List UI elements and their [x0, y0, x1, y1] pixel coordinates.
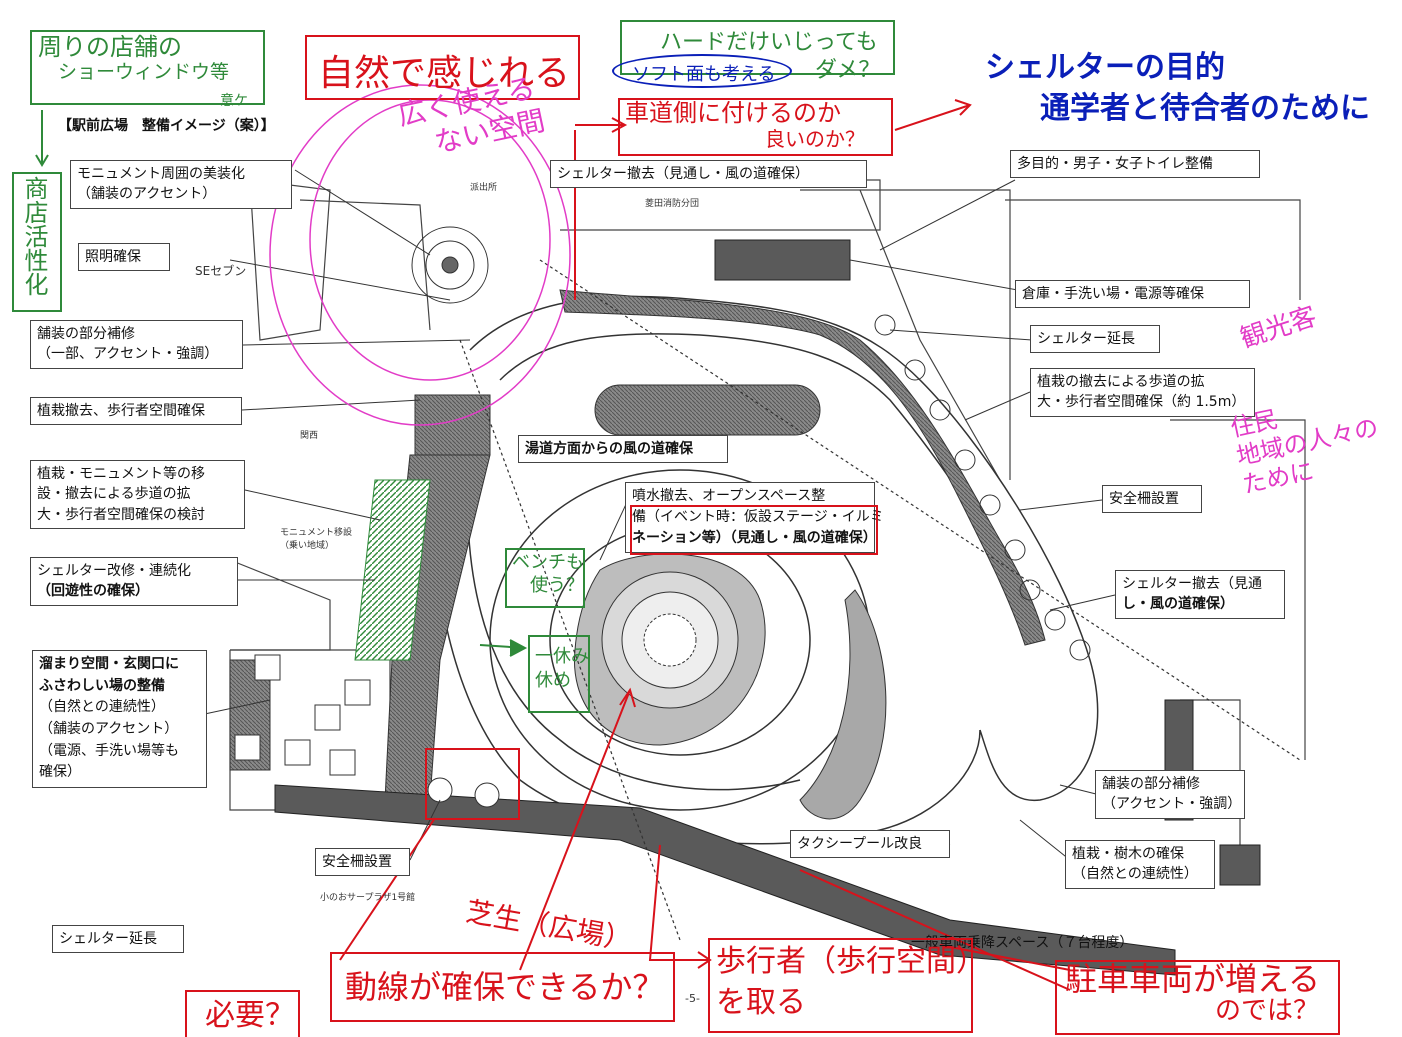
label-monument-paving: モニュメント周囲の美装化 （舗装のアクセント）	[70, 160, 292, 209]
note-flow: 動線が確保できるか？	[345, 968, 665, 1006]
green-box-bench	[505, 548, 585, 608]
red-box-parking	[1055, 960, 1340, 1035]
note-pedestrian: 歩行者（歩行空間） を取る	[716, 944, 986, 1020]
map-label-monument: モニュメント移設 （乗い地域）	[280, 528, 353, 551]
map-label-fire: 菱田消防分団	[645, 199, 700, 209]
note-shop-revitalize: 商店活性化	[20, 176, 48, 296]
label-shelter-removal-right: シェルター撤去（見通 し・風の道確保）	[1115, 570, 1285, 619]
label-relocation: 植栽・モニュメント等の移 設・撤去による歩道の拡 大・歩行者空間確保の検討	[30, 460, 245, 529]
note-parking: 駐車車両が増える のでは？	[1065, 960, 1321, 1027]
note-shelter-purpose: シェルターの目的 通学者と待合者のために	[985, 50, 1370, 126]
monument-circle	[411, 226, 489, 304]
red-box-nature	[305, 35, 580, 100]
map-label-plaza: 小のおサープラザ1号館	[320, 893, 416, 903]
note-road-side: 車道側に付けるのか 良いのか？	[625, 99, 865, 151]
red-box-fountain	[630, 505, 878, 555]
label-lighting: 照明確保	[78, 243, 170, 272]
red-annotation-strokes	[339, 99, 1071, 991]
red-box-pedestrian	[708, 938, 973, 1033]
planters	[234, 654, 500, 808]
label-shelter-repair: シェルター改修・連続化 （回遊性の確保）	[30, 557, 238, 606]
label-shelter-removal-top: シェルター撤去（見通し・風の道確保）	[550, 160, 867, 189]
label-shelter-ext-bottom: シェルター延長	[52, 925, 184, 954]
red-box-road	[618, 98, 893, 156]
wind-lines	[459, 259, 1301, 941]
note-need: 必要？	[205, 998, 295, 1033]
label-planting-trees: 植栽・樹木の確保 （自然との連続性）	[1065, 840, 1215, 889]
shelter-band-right	[559, 289, 1046, 646]
label-storage: 倉庫・手洗い場・電源等確保	[1015, 280, 1250, 309]
label-safety-fence-bottom: 安全柵設置	[315, 848, 410, 877]
label-sidewalk-expand: 植栽の撤去による歩道の拡 大・歩行者空間確保（約 1.5m）	[1030, 368, 1255, 417]
label-shelter-ext-right: シェルター延長	[1030, 325, 1160, 354]
label-wind-path: 湯道方面からの風の道確保	[518, 435, 728, 464]
green-box-shops	[30, 30, 265, 105]
map-label-police: 派出所	[470, 183, 498, 193]
surrounding-blocks	[229, 179, 1306, 880]
label-gathering-space: 溜まり空間・玄関口に ふさわしい場の整備 （自然との連続性） （舗装のアクセント…	[32, 650, 207, 789]
note-bench: ベンチも 使う？	[512, 552, 584, 596]
green-box-vertical	[12, 172, 62, 312]
note-rest: 一休み 休め	[535, 646, 589, 692]
map-label-kansai: 関西	[300, 431, 319, 441]
map-label-seven: SEセブン	[195, 264, 247, 278]
tree-row	[874, 314, 1091, 661]
crescent-planter	[799, 589, 887, 820]
green-box-rest	[528, 635, 590, 713]
bus-island	[594, 384, 821, 436]
shelter-top-block	[714, 239, 851, 281]
label-taxi-pool: タクシープール改良	[790, 830, 950, 859]
page-number: -5-	[685, 992, 700, 1005]
planting-strip	[354, 479, 431, 661]
note-shops: 周りの店舗の ショーウィンドウ等	[38, 33, 230, 83]
bottom-shelter-band	[274, 784, 1176, 976]
note-hard-2: ダメ？	[815, 58, 881, 83]
plan-title: 【駅前広場 整備イメージ（案）】	[58, 118, 275, 134]
note-hard: ハードだけいじっても	[660, 30, 878, 55]
blue-oval	[612, 54, 792, 88]
label-fountain: 噴水撤去、オープンスペース整 備（イベント時：仮設ステージ・イルミ ネーション等…	[625, 482, 884, 553]
red-box-need	[185, 990, 300, 1037]
label-partial-repair-left: 舗装の部分補修 （一部、アクセント・強調）	[30, 320, 243, 369]
shelter-left-top	[414, 394, 491, 456]
note-small: 意ケ	[220, 93, 248, 109]
note-nature: 自然で感じれる	[318, 53, 571, 94]
note-soft: ソフト面も考える	[632, 64, 776, 85]
green-annotation-strokes	[35, 110, 528, 657]
fountain	[573, 553, 766, 746]
label-planting-removal: 植栽撤去、歩行者空間確保	[30, 397, 242, 426]
red-box-flow	[330, 952, 675, 1022]
label-safety-fence-right: 安全柵設置	[1102, 485, 1202, 514]
label-partial-repair-right: 舗装の部分補修 （アクセント・強調）	[1095, 770, 1245, 819]
label-toilet: 多目的・男子・女子トイレ整備	[1010, 150, 1260, 179]
red-box-planters	[425, 748, 520, 820]
pink-circle	[269, 84, 571, 426]
